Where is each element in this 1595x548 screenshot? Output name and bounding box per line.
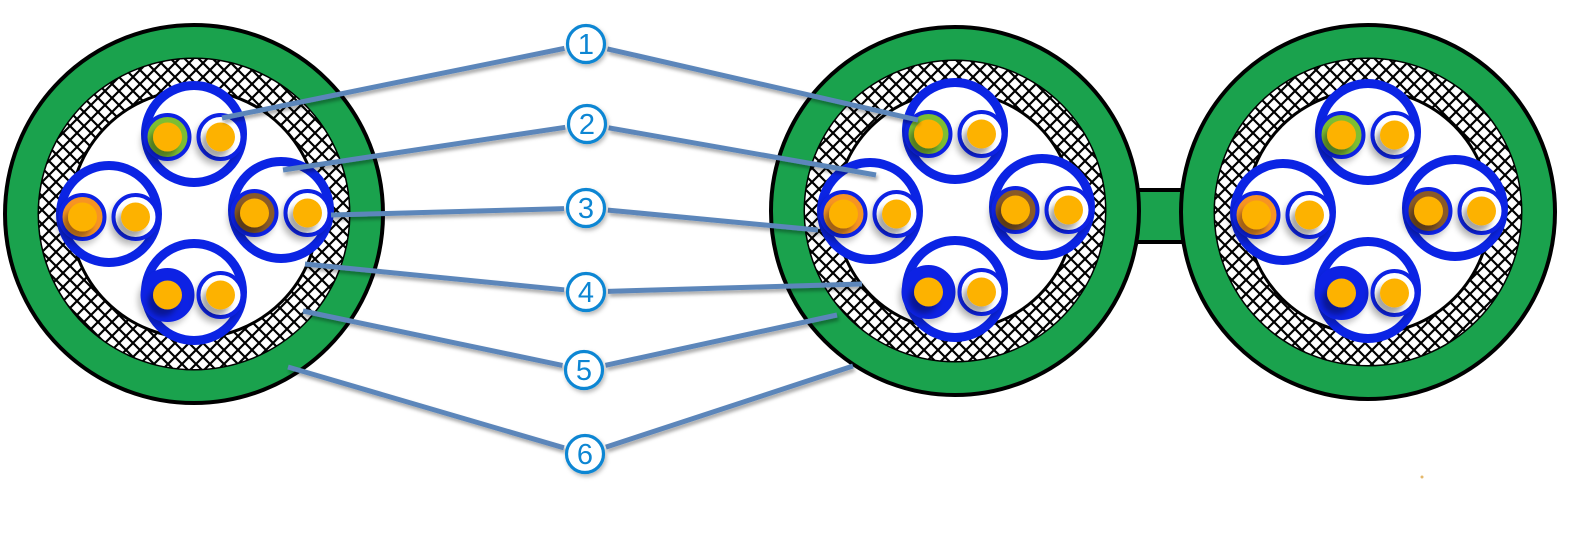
callout-3-badge <box>565 187 607 229</box>
twisted-pair-bottom <box>140 239 247 345</box>
wire-conductor <box>68 202 97 232</box>
twisted-pair-right <box>228 157 334 263</box>
callout-5-line-right <box>604 312 838 368</box>
wire-conductor <box>153 122 182 152</box>
layer-callout-badges: 1 2 3 4 5 6 <box>563 23 608 475</box>
wire-conductor <box>914 119 943 149</box>
wire-conductor <box>1327 120 1356 150</box>
callout-4-number: 4 <box>578 277 594 309</box>
callout-3-line-right <box>607 207 819 233</box>
wire-conductor <box>240 198 269 228</box>
wire-conductor <box>967 119 996 149</box>
wire-conductor <box>1380 120 1409 150</box>
callout-4-badge <box>565 271 607 313</box>
layer-cables <box>3 23 1557 479</box>
callout-3: 3 <box>565 187 607 229</box>
callout-3-line-left <box>330 206 565 218</box>
callout-6-line-left <box>287 364 565 451</box>
wire-conductor <box>153 280 182 310</box>
cable-cross-section-3 <box>1179 23 1557 401</box>
callout-2-line-right <box>608 125 877 178</box>
twisted-pair-left <box>817 158 923 264</box>
wire-conductor <box>206 280 235 310</box>
twisted-pair-top <box>902 78 1008 184</box>
wire-conductor <box>293 198 322 228</box>
callout-4: 4 <box>565 271 607 313</box>
callout-5-line-left <box>302 308 563 368</box>
jacket-link-bar <box>1132 188 1186 244</box>
wire-conductor <box>1327 278 1356 308</box>
twisted-pair-top <box>141 81 247 187</box>
callout-5-badge <box>563 349 605 391</box>
callout-1-badge <box>565 23 607 65</box>
callout-1-number: 1 <box>578 29 594 61</box>
wire-conductor <box>1242 200 1271 230</box>
wire-conductor <box>914 277 943 307</box>
callout-2: 2 <box>566 103 608 145</box>
wire-conductor <box>967 277 996 307</box>
wire-conductor <box>1414 196 1443 226</box>
callout-2-line-left <box>282 124 566 173</box>
wire-conductor <box>121 202 150 232</box>
twisted-pair-right <box>989 154 1095 260</box>
callout-4-line-left <box>304 261 565 293</box>
wire-conductor <box>206 122 235 152</box>
twisted-pair-top <box>1315 79 1421 185</box>
callout-1-line-left <box>221 45 565 121</box>
layer-jacket-link <box>1132 188 1186 244</box>
wire-conductor <box>1054 195 1083 225</box>
wire-conductor <box>1380 278 1409 308</box>
callout-4-line-right <box>607 281 863 294</box>
stray-speck <box>1420 475 1424 479</box>
wire-conductor <box>882 199 911 229</box>
callout-5-number: 5 <box>576 355 592 387</box>
twisted-pair-left <box>1230 159 1336 265</box>
callout-6-line-right <box>605 363 854 450</box>
cable-cross-section-2 <box>769 25 1141 397</box>
wire-conductor <box>1295 200 1324 230</box>
wire-conductor <box>1001 195 1030 225</box>
wire-conductor <box>1467 196 1496 226</box>
twisted-pair-right <box>1402 155 1508 261</box>
callout-1-line-right <box>606 46 919 123</box>
callout-2-badge <box>566 103 608 145</box>
callout-6: 6 <box>564 433 606 475</box>
twisted-pair-left <box>56 161 162 267</box>
cable-cross-section-1 <box>3 23 385 405</box>
callout-6-badge <box>564 433 606 475</box>
callout-1: 1 <box>565 23 607 65</box>
wire-conductor <box>829 199 858 229</box>
twisted-pair-bottom <box>1314 237 1421 343</box>
callout-6-number: 6 <box>577 439 593 471</box>
layer-leader-lines <box>221 45 919 451</box>
callout-2-number: 2 <box>579 109 595 141</box>
callout-5: 5 <box>563 349 605 391</box>
twisted-pair-bottom <box>901 236 1008 342</box>
callout-3-number: 3 <box>578 193 594 225</box>
